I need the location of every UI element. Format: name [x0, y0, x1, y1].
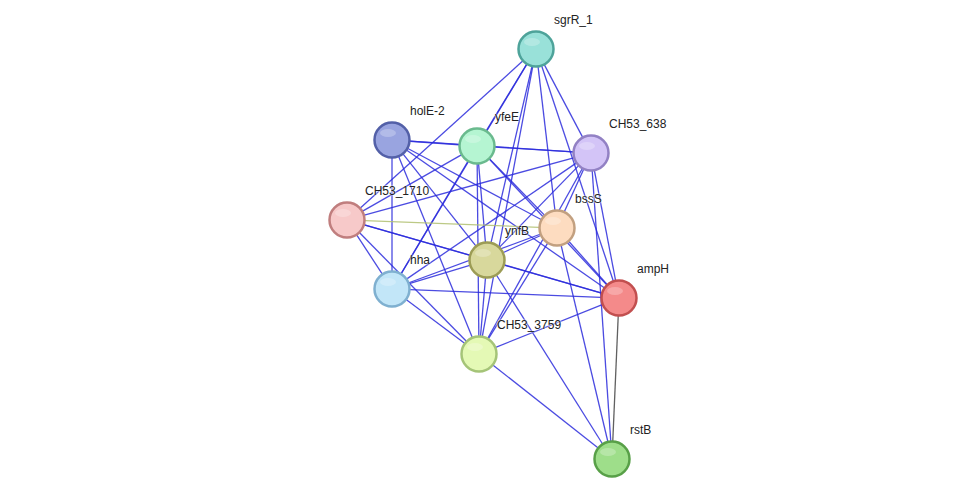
node-fill	[460, 129, 495, 164]
interaction-line	[357, 235, 382, 274]
node-label: CH53_3759	[497, 318, 561, 332]
protein-node: ynfB	[468, 241, 506, 279]
node-circle	[593, 440, 631, 478]
interaction-line	[391, 158, 392, 271]
node-circle	[468, 241, 506, 279]
node-highlight	[467, 343, 483, 351]
node-circle	[458, 127, 496, 165]
node-fill	[470, 243, 505, 278]
interaction-line	[410, 290, 601, 298]
interaction-line	[493, 365, 598, 448]
interaction-line	[538, 67, 555, 210]
node-highlight	[607, 287, 623, 295]
interaction-line	[544, 65, 582, 137]
interaction-line	[409, 265, 470, 283]
protein-node: holE-2	[373, 121, 411, 159]
node-circle	[460, 335, 498, 373]
node-circle	[600, 279, 638, 317]
interaction-line	[406, 300, 464, 343]
node-fill	[540, 211, 575, 246]
node-highlight	[545, 217, 561, 225]
interaction-line	[613, 316, 618, 441]
interaction-line	[481, 278, 486, 336]
interaction-line	[561, 246, 608, 442]
node-label: hha	[410, 253, 430, 267]
node-circle	[373, 121, 411, 159]
node-label: ampH	[637, 262, 669, 276]
node-highlight	[475, 249, 491, 257]
node-fill	[375, 123, 410, 158]
interaction-line	[542, 66, 614, 281]
protein-node: bssS	[538, 209, 576, 247]
node-highlight	[380, 278, 396, 286]
interaction-line	[360, 233, 467, 341]
node-label: holE-2	[410, 104, 445, 118]
interaction-line	[497, 275, 603, 444]
interaction-line	[409, 234, 540, 283]
protein-node: ampH	[600, 279, 638, 317]
node-label: yfeE	[495, 110, 519, 124]
protein-node: hha	[373, 270, 411, 308]
node-label: ynfB	[505, 224, 529, 238]
node-fill	[574, 136, 609, 171]
protein-node: sgrR_1	[517, 30, 555, 68]
interaction-line	[504, 265, 601, 293]
node-fill	[519, 32, 554, 67]
interaction-line	[407, 150, 604, 287]
interaction-line	[407, 163, 576, 279]
protein-node: yfeE	[458, 127, 496, 165]
interaction-line	[496, 305, 603, 348]
node-fill	[375, 272, 410, 307]
protein-node: CH53_1710	[328, 201, 366, 239]
node-fill	[602, 281, 637, 316]
interaction-line	[360, 61, 522, 208]
node-fill	[595, 442, 630, 477]
interaction-line	[401, 161, 468, 273]
node-highlight	[579, 142, 595, 150]
node-circle	[373, 270, 411, 308]
node-label: CH53_638	[609, 117, 666, 131]
interaction-line	[569, 241, 607, 284]
interaction-line	[594, 171, 615, 281]
node-circle	[538, 209, 576, 247]
interaction-line	[479, 164, 486, 242]
node-highlight	[335, 209, 351, 217]
interaction-line	[503, 235, 540, 252]
node-label: sgrR_1	[554, 13, 593, 27]
protein-node: CH53_3759	[460, 335, 498, 373]
node-fill	[330, 203, 365, 238]
node-label: CH53_1710	[365, 184, 429, 198]
node-label: bssS	[575, 192, 602, 206]
node-highlight	[600, 448, 616, 456]
node-circle	[572, 134, 610, 172]
node-fill	[462, 337, 497, 372]
node-circle	[517, 30, 555, 68]
protein-node: CH53_638	[572, 134, 610, 172]
interaction-line	[495, 147, 573, 152]
protein-node: rstB	[593, 440, 631, 478]
node-highlight	[524, 38, 540, 46]
interaction-line	[491, 67, 532, 243]
node-highlight	[465, 135, 481, 143]
node-highlight	[380, 129, 396, 137]
node-label: rstB	[630, 423, 651, 437]
node-circle	[328, 201, 366, 239]
